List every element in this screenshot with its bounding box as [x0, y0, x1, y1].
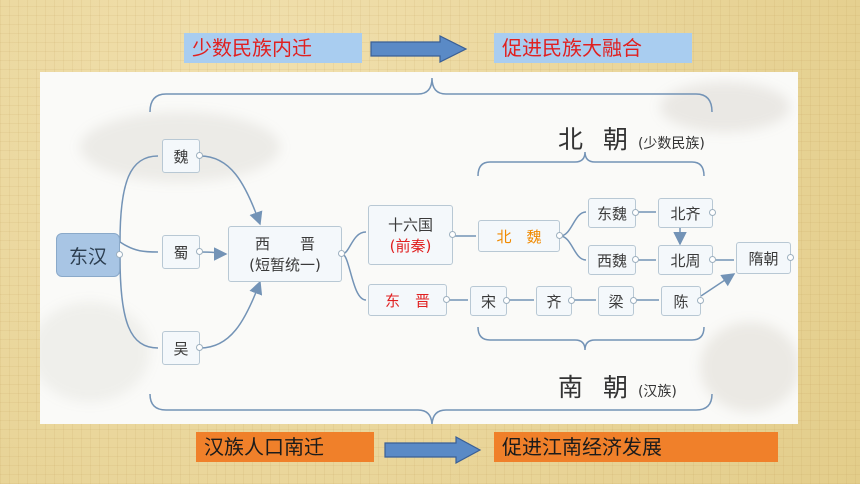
south-dynasties-heading: 南 朝(汉族) [558, 373, 677, 402]
node-sixteen-kingdoms[interactable]: 十六国 (前秦) [368, 205, 456, 265]
node-wu[interactable]: 吴 [162, 331, 203, 365]
node-dongjin[interactable]: 东 晋 [368, 284, 450, 316]
bottom-right-caption: 促进江南经济发展 [494, 432, 778, 462]
node-chen[interactable]: 陈 [661, 286, 704, 316]
north-dynasties-heading: 北 朝(少数民族) [558, 125, 705, 154]
node-wei[interactable]: 魏 [162, 139, 203, 173]
node-beiqi[interactable]: 北齐 [658, 198, 716, 228]
node-xiwei[interactable]: 西魏 [588, 245, 639, 275]
node-sui[interactable]: 隋朝 [736, 242, 794, 274]
node-shu[interactable]: 蜀 [162, 235, 203, 269]
top-left-caption: 少数民族内迁 [184, 33, 362, 63]
bottom-arrow-icon [384, 435, 482, 465]
south-dynasties-subtitle: (汉族) [637, 384, 677, 400]
node-beizhou[interactable]: 北周 [658, 245, 716, 275]
north-dynasties-subtitle: (少数民族) [637, 136, 705, 152]
node-song[interactable]: 宋 [470, 286, 510, 316]
bottom-left-caption: 汉族人口南迁 [196, 432, 374, 462]
top-right-caption: 促进民族大融合 [494, 33, 692, 63]
node-xijin[interactable]: 西 晋 (短暂统一) [228, 226, 345, 282]
top-arrow-icon [370, 35, 468, 63]
diagram-panel: 北 朝(少数民族) 南 朝(汉族) 东汉 魏 蜀 吴 西 晋 (短暂统一) 十六… [40, 72, 798, 424]
node-dongwei[interactable]: 东魏 [588, 198, 639, 228]
node-liang[interactable]: 梁 [598, 286, 637, 316]
node-beiwei[interactable]: 北 魏 [478, 220, 563, 252]
node-qi[interactable]: 齐 [536, 286, 575, 316]
node-donghan[interactable]: 东汉 [56, 233, 123, 277]
